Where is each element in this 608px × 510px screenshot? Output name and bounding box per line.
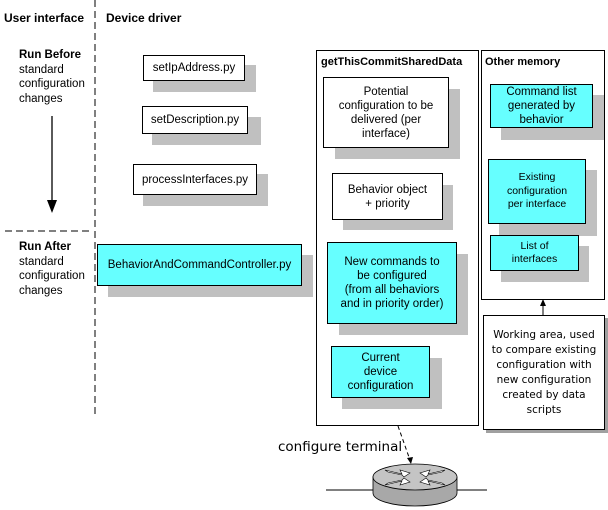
shared-data-title: getThisCommitSharedData xyxy=(321,56,463,68)
script-label: setDescription.py xyxy=(150,114,240,126)
note-line: Working area, used xyxy=(493,328,595,341)
box-line: device xyxy=(363,366,398,378)
script-behaviorandcommandcontroller: BehaviorAndCommandController.py xyxy=(97,244,302,286)
run-after-title: Run After xyxy=(19,241,71,253)
other-memory-title: Other memory xyxy=(485,56,561,68)
box-line: Command list xyxy=(506,86,577,98)
box-line: + priority xyxy=(365,197,410,210)
script-setdescription: setDescription.py xyxy=(142,106,248,134)
working-area-note: Working area, used to compare existing c… xyxy=(483,315,605,430)
box-line: and in priority order) xyxy=(340,298,444,310)
current-device-configuration-box: Current device configuration xyxy=(331,346,430,398)
configure-terminal-caption: configure terminal xyxy=(278,439,403,455)
box-line: interfaces xyxy=(511,253,558,265)
run-before-line: standard xyxy=(19,63,64,76)
run-before-line: configuration xyxy=(19,78,85,90)
script-label: BehaviorAndCommandController.py xyxy=(107,259,292,271)
existing-configuration-box: Existing configuration per interface xyxy=(488,159,586,224)
script-processinterfaces: processInterfaces.py xyxy=(133,164,257,195)
box-line: configuration xyxy=(506,184,568,197)
note-line: new configuration xyxy=(496,373,592,386)
box-line: List of xyxy=(520,239,549,252)
note-line: created by data xyxy=(502,388,586,401)
run-after-label: Run After standard configuration changes xyxy=(19,240,85,298)
box-line: Current xyxy=(361,352,400,364)
box-line: configuration to be xyxy=(338,99,434,112)
note-line: scripts xyxy=(526,403,562,416)
other-memory-container xyxy=(481,50,605,300)
sequence-arrow xyxy=(47,116,57,213)
run-after-line: standard xyxy=(19,255,64,268)
box-line: per interface xyxy=(507,198,567,211)
behavior-object-box: Behavior object + priority xyxy=(332,173,443,220)
script-label: processInterfaces.py xyxy=(141,173,249,186)
run-before-title: Run Before xyxy=(19,49,81,61)
command-list-box: Command list generated by behavior xyxy=(490,84,593,128)
box-line: Existing xyxy=(518,171,556,184)
box-line: be configured xyxy=(357,270,427,282)
list-of-interfaces-box: List of interfaces xyxy=(490,235,579,271)
box-line: delivered (per xyxy=(350,113,422,126)
run-before-label: Run Before standard configuration change… xyxy=(19,48,85,106)
shared-data-container xyxy=(316,50,479,426)
box-line: Behavior object xyxy=(347,183,428,196)
box-line: New commands to xyxy=(344,256,440,268)
user-interface-header: User interface xyxy=(4,11,85,25)
note-line: configuration with xyxy=(496,358,592,371)
box-line: (from all behaviors xyxy=(344,284,440,296)
script-setipaddress: setIpAddress.py xyxy=(143,55,245,81)
box-line: configuration xyxy=(347,380,414,392)
device-driver-header: Device driver xyxy=(106,11,182,25)
script-label: setIpAddress.py xyxy=(152,62,236,74)
working-area-arrow xyxy=(540,299,546,315)
note-line: to compare existing xyxy=(491,343,597,356)
new-commands-box: New commands to be configured (from all … xyxy=(327,242,457,324)
run-after-line: configuration xyxy=(19,270,85,282)
box-line: behavior xyxy=(519,114,564,126)
box-line: generated by xyxy=(507,100,576,112)
run-before-line: changes xyxy=(19,92,63,105)
run-after-line: changes xyxy=(19,284,63,297)
router-icon xyxy=(372,463,458,507)
configure-arrow xyxy=(397,425,413,464)
potential-configuration-box: Potential configuration to be delivered … xyxy=(323,77,449,148)
box-line: interface) xyxy=(362,127,410,140)
box-line: Potential xyxy=(363,85,409,98)
